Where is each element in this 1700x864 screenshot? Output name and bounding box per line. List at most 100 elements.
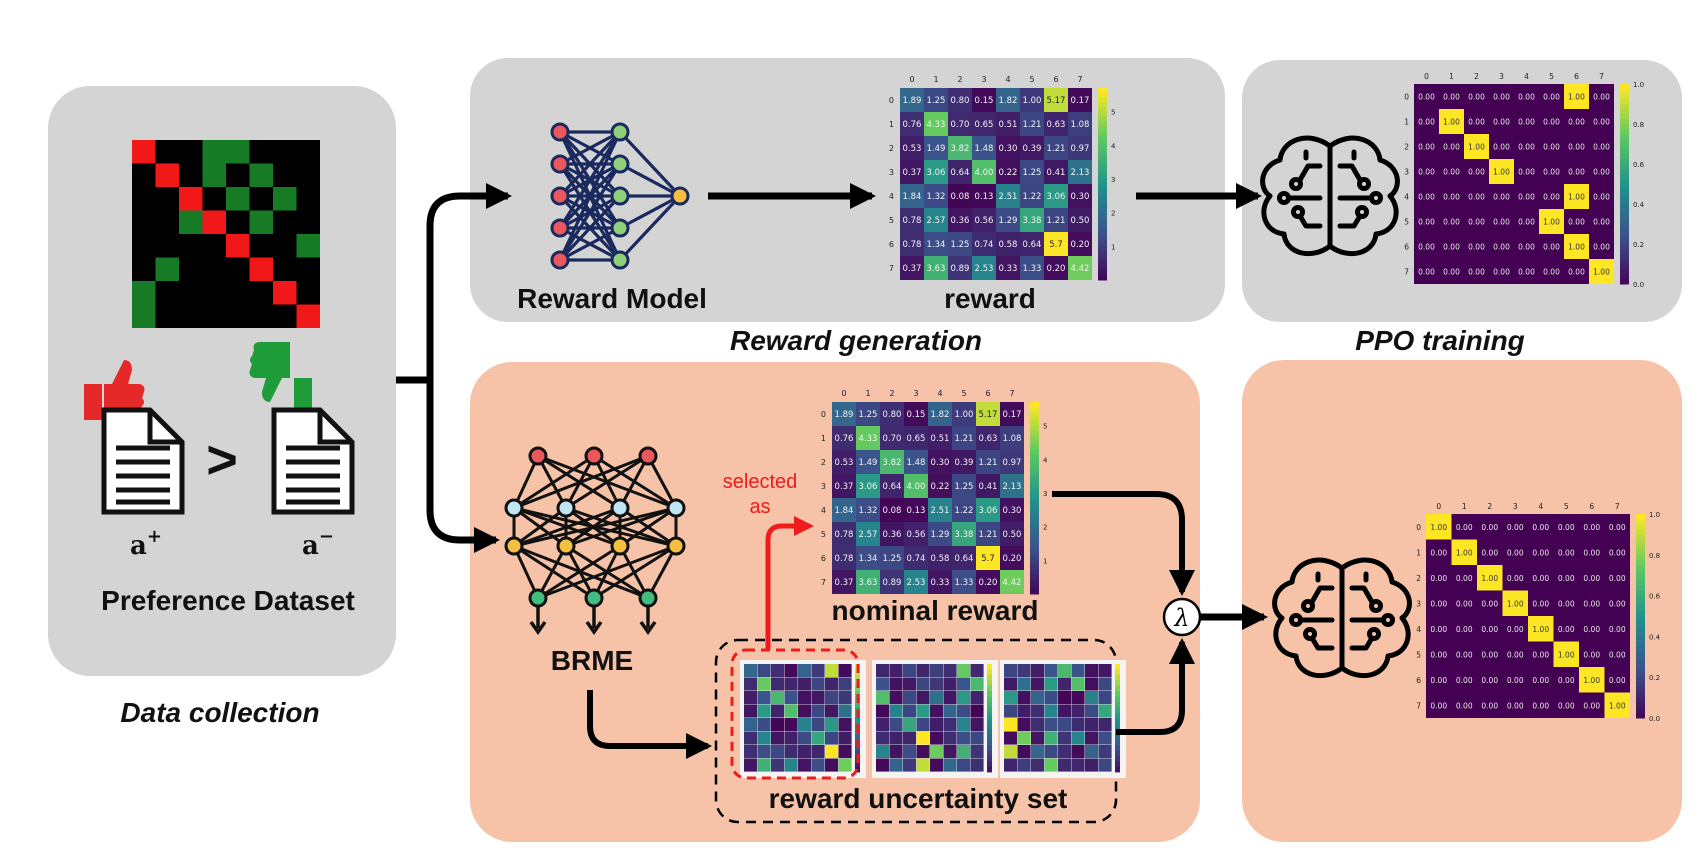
mini-colorbar-segment — [1115, 750, 1120, 757]
heatmap-cell-label: 1.82 — [999, 96, 1018, 106]
policy-cell-label: 0.00 — [1443, 243, 1460, 252]
branch-arrows — [396, 183, 512, 553]
mini-heatmap-cell — [1004, 691, 1018, 705]
heatmap-cell — [904, 498, 928, 522]
colorbar-segment — [1030, 526, 1039, 533]
heatmap-cell-label: 0.13 — [907, 506, 926, 516]
policy-cell-label: 0.00 — [1518, 93, 1535, 102]
mini-colorbar-segment — [1115, 691, 1120, 697]
network-node — [670, 186, 690, 206]
colorbar-segment — [1098, 179, 1107, 185]
policy-col-tick: 6 — [1589, 502, 1594, 511]
brain-circuit-node — [1291, 205, 1305, 219]
colorbar-segment — [1620, 149, 1629, 155]
policy-cell — [1539, 259, 1564, 284]
heatmap-cell-label: 3.82 — [883, 458, 902, 468]
mini-heatmap-cell — [1031, 704, 1045, 718]
mini-heatmap-cell — [1058, 718, 1072, 732]
brain-circuit-trace — [1349, 635, 1375, 651]
mini-heatmap-cell — [930, 718, 944, 732]
mini-heatmap-cell — [1017, 718, 1031, 732]
mini-heatmap-cell — [1098, 758, 1112, 772]
heatmap-cell-label: 4.42 — [1071, 264, 1090, 274]
policy-cell — [1589, 109, 1614, 134]
policy-cell-label: 0.00 — [1493, 118, 1510, 127]
mini-heatmap-cell — [825, 758, 839, 772]
policy-cell — [1477, 565, 1503, 591]
colorbar-segment — [1030, 541, 1039, 547]
policy-row-tick: 0 — [1416, 523, 1421, 532]
heatmap-row-tick: 6 — [889, 240, 894, 249]
arrow-set-to-lambda — [1116, 638, 1195, 735]
mini-heatmap-cell — [1098, 704, 1112, 718]
mini-heatmap-cell — [889, 664, 903, 678]
colorbar-segment — [1620, 139, 1629, 145]
heatmap-cell — [996, 256, 1020, 280]
heatmap-cell — [904, 450, 928, 474]
network-edge — [513, 454, 649, 510]
policy-cell — [1579, 692, 1605, 718]
colorbar-segment — [1620, 164, 1629, 170]
heatmap-cell — [1000, 498, 1024, 522]
colorbar-segment — [1636, 539, 1645, 546]
heatmap-cell-label: 1.32 — [859, 506, 878, 516]
heatmap-cell — [1000, 402, 1024, 426]
heatmap-cell-label: 1.21 — [955, 434, 974, 444]
mini-heatmap-cell — [1058, 731, 1072, 745]
heatmap-cell-label: 0.80 — [951, 96, 970, 106]
heatmap-cell — [904, 546, 928, 570]
colorbar-tick: 2 — [1111, 210, 1115, 218]
policy-cell-label: 0.00 — [1507, 548, 1524, 557]
mini-heatmap-cell — [876, 691, 890, 705]
mini-heatmap-cell — [930, 758, 944, 772]
policy-cell — [1514, 159, 1539, 184]
colorbar-segment — [1098, 227, 1107, 233]
mini-colorbar-segment — [1115, 739, 1120, 746]
policy-cell — [1579, 641, 1605, 667]
colorbar-segment — [1636, 544, 1645, 551]
policy-cell-label: 0.00 — [1583, 701, 1600, 710]
heatmap-cell — [976, 498, 1000, 522]
colorbar-segment — [1620, 124, 1629, 130]
policy-cell-label: 0.00 — [1558, 574, 1575, 583]
policy-cell — [1489, 209, 1514, 234]
colorbar-segment — [1636, 610, 1645, 617]
heatmap-cell-label: 1.34 — [859, 554, 878, 564]
heatmap-cell-label: 0.17 — [1071, 96, 1090, 106]
policy-cell — [1539, 134, 1564, 159]
mini-heatmap-cell — [943, 758, 957, 772]
heatmap-col-tick: 7 — [1009, 389, 1014, 398]
mini-heatmap-cell — [916, 745, 930, 759]
policy-cell-label: 0.00 — [1609, 523, 1626, 532]
colorbar-segment — [1636, 600, 1645, 607]
greater-than-sign: > — [206, 430, 238, 490]
mini-heatmap-cell — [757, 691, 771, 705]
heatmap-row-tick: 3 — [821, 482, 826, 491]
heatmap-cell — [1020, 112, 1044, 136]
mini-heatmap-cell — [1031, 745, 1045, 759]
network-node — [610, 536, 630, 556]
policy-cell-label: 0.00 — [1443, 143, 1460, 152]
colorbar-tick: 0.0 — [1649, 715, 1660, 723]
heatmap-cell — [880, 474, 904, 498]
policy-cell — [1477, 590, 1503, 616]
heatmap-cell — [948, 136, 972, 160]
heatmap-cell-label: 0.64 — [883, 482, 902, 492]
policy-cell — [1464, 209, 1489, 234]
colorbar-segment — [1620, 269, 1629, 275]
heatmap-col-tick: 3 — [913, 389, 918, 398]
policy-cell-label: 0.00 — [1558, 523, 1575, 532]
policy-cell-label: 0.00 — [1507, 676, 1524, 685]
mini-heatmap-cell — [784, 664, 798, 678]
policy-cell-label: 0.00 — [1418, 93, 1435, 102]
mini-colorbar-segment — [1115, 718, 1120, 724]
policy-cell-label: 0.00 — [1430, 701, 1447, 710]
policy-cell — [1502, 590, 1528, 616]
mini-heatmap-cell — [757, 758, 771, 772]
heatmap-cell-label: 3.06 — [927, 168, 946, 178]
policy-cell-label: 0.00 — [1481, 625, 1498, 634]
network-edge — [558, 131, 622, 261]
mini-colorbar-segment — [987, 718, 992, 724]
network-node — [528, 588, 548, 608]
heatmap-cell-label: 1.22 — [955, 506, 974, 516]
